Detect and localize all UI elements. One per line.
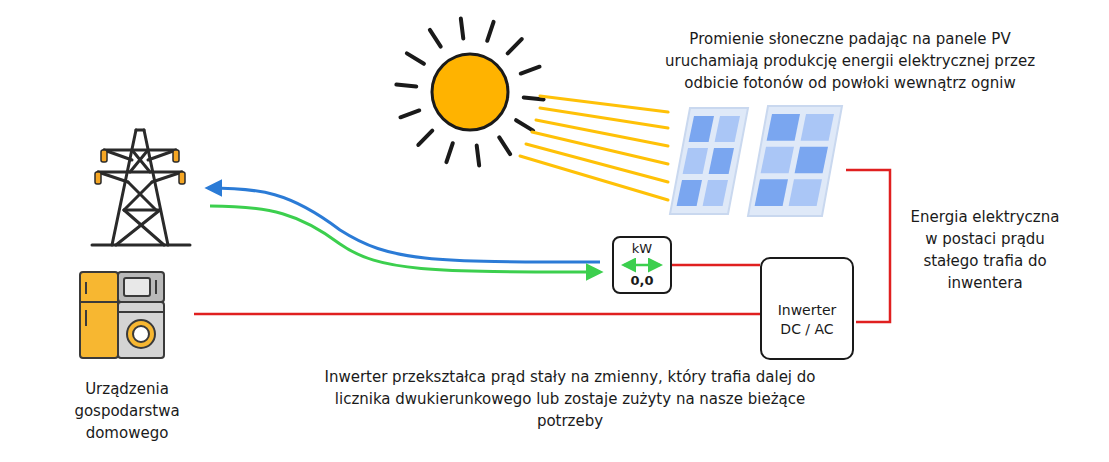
meter-arrow [624,264,660,267]
appliance-icon [133,326,149,342]
sun-ray [396,19,543,166]
inverter-box: Inwerter DC / AC [760,257,854,360]
node-label: Urządzenia gospodarstwa domowego [60,378,194,444]
power-tower [130,150,148,172]
insulator [179,172,185,184]
solar-cell [709,148,734,174]
power-tower [132,150,150,172]
sun-ray [521,67,540,74]
appliance-icon [85,310,87,326]
grid-line [208,188,600,272]
ac-wire [672,264,760,267]
power-tower [116,210,160,245]
appliance-icon [85,282,87,294]
solar-cell [795,147,828,174]
power-tower [128,182,156,210]
meter-box: kW 0,0 [612,236,672,294]
power-tower [152,172,182,182]
sunbeam [536,120,668,146]
sun-ray [487,22,493,41]
sun-ray [508,39,522,53]
meter-value: 0,0 [630,273,653,289]
power-tower [136,129,144,132]
power-tower [124,209,160,212]
sunbeam [532,132,668,164]
node-label: Inwerter DC / AC [774,301,840,339]
power-tower [148,150,176,160]
solar-cell [703,180,728,206]
power-tower [98,172,128,182]
solar-cell [801,114,834,141]
power-tower [124,210,164,245]
insulator [101,150,107,162]
unit-label: kW [632,241,652,257]
grid-line [210,206,600,272]
solar-panel [670,108,748,214]
power-tower [92,244,190,247]
sunbeam [520,96,668,200]
appliance-icon [124,278,150,296]
appliance-icon [118,311,164,313]
power-tower [92,130,190,245]
appliance-icon [80,272,164,358]
sun-ray [524,97,544,99]
sun-symbol [432,54,508,130]
insulator [95,150,185,184]
ac-wire [194,313,760,316]
appliance-icon [155,280,157,294]
solar-cell [689,116,714,142]
power-tower [124,182,152,210]
sun-ray [407,53,424,63]
sun-symbol [432,54,508,130]
meter-arrow [624,264,660,267]
sun-ray [396,85,416,87]
sun-ray [477,146,479,166]
solar-panel [670,106,842,216]
appliance-icon [80,301,118,303]
appliance-icon [118,272,164,302]
sun-ray [400,110,419,117]
appliance-icon [80,272,118,358]
insulator [173,150,179,162]
solar-cell [677,180,702,206]
appliance-node: Urządzenia gospodarstwa domowego [60,268,194,448]
sun-ray [461,19,463,39]
note-text: Promienie słoneczne padając na panele PV… [645,28,1055,94]
solar-panel [748,106,842,216]
solar-cell [789,179,822,206]
power-tower [104,150,132,160]
solar-cell [677,114,834,206]
note-text: Inwerter przekształca prąd stały na zmie… [318,366,822,432]
insulator [95,172,101,184]
power-tower [98,171,182,174]
solar-cell [715,116,740,142]
sunbeam [520,156,668,200]
sun-ray [499,137,510,154]
appliance-icon [127,320,155,348]
note-text: Energia elektryczna w postaci prądu stał… [905,206,1065,294]
solar-cell [761,147,794,174]
solar-cell [767,114,800,141]
power-tower [104,149,176,152]
solar-cell [683,148,708,174]
sun-ray [418,131,432,145]
sun-ray [516,120,533,130]
appliance-icon [118,302,164,358]
grid-line [208,188,600,262]
sun-ray [446,143,452,162]
sun-ray [430,30,441,47]
solar-cell [755,179,788,206]
